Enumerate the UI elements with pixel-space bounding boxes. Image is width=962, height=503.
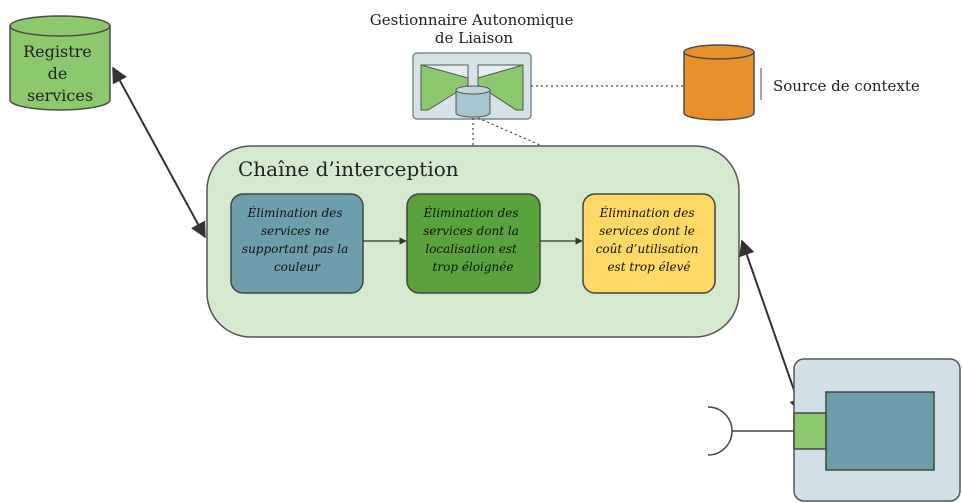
autonomic-manager-icon: [412, 52, 532, 120]
context-source: [683, 44, 762, 121]
svg-text:Registre de servic: Registre de services: [23, 42, 97, 105]
registry-label-line: services: [27, 86, 93, 105]
step-3-line: est trop élevé: [607, 260, 690, 274]
manager-title-line: Gestionnaire Autonomique: [370, 11, 574, 29]
step-2-line: trop éloignée: [433, 260, 514, 274]
step-2-line: Élimination des: [423, 205, 519, 220]
registry-label-line: de: [48, 64, 68, 83]
step-2-line: localisation est: [425, 242, 517, 256]
manager-title-line: de Liaison: [435, 29, 513, 47]
required-interface: [707, 406, 794, 456]
registry-chain-arrow: [112, 66, 206, 239]
step-3-line: services dont le: [599, 224, 695, 238]
component-inner: [825, 391, 935, 471]
provided-port: [793, 412, 827, 450]
filter-step-location: Élimination des services dont la localis…: [406, 193, 541, 294]
step-1-line: services ne: [261, 224, 329, 238]
registry-label-line: Registre: [23, 42, 92, 61]
manager-step3-link: [477, 117, 649, 193]
step-1-line: supportant pas la: [242, 242, 348, 256]
chain-component-arrow: [739, 239, 805, 415]
svg-text:Élimination des services: Élimination des services dont le coût d’…: [596, 205, 703, 274]
manager-title: Gestionnaire Autonomique de Liaison: [370, 11, 578, 47]
step-2-line: services dont la: [423, 224, 519, 238]
step-3-line: Élimination des: [599, 205, 695, 220]
step-3-line: coût d’utilisation: [596, 242, 699, 256]
filter-step-cost: Élimination des services dont le coût d’…: [582, 193, 716, 294]
client-component: [793, 358, 961, 502]
service-registry: Registre de services: [9, 15, 111, 111]
chain-title: Chaîne d’interception: [238, 157, 459, 181]
context-source-label: Source de contexte: [773, 77, 920, 95]
svg-text:Élimination des services: Élimination des services ne supportant p…: [242, 205, 352, 274]
svg-text:Élimination des services: Élimination des services dont la localis…: [423, 205, 523, 274]
step-1-line: Élimination des: [247, 205, 343, 220]
step-1-line: couleur: [274, 260, 321, 274]
filter-step-color: Élimination des services ne supportant p…: [230, 193, 364, 294]
